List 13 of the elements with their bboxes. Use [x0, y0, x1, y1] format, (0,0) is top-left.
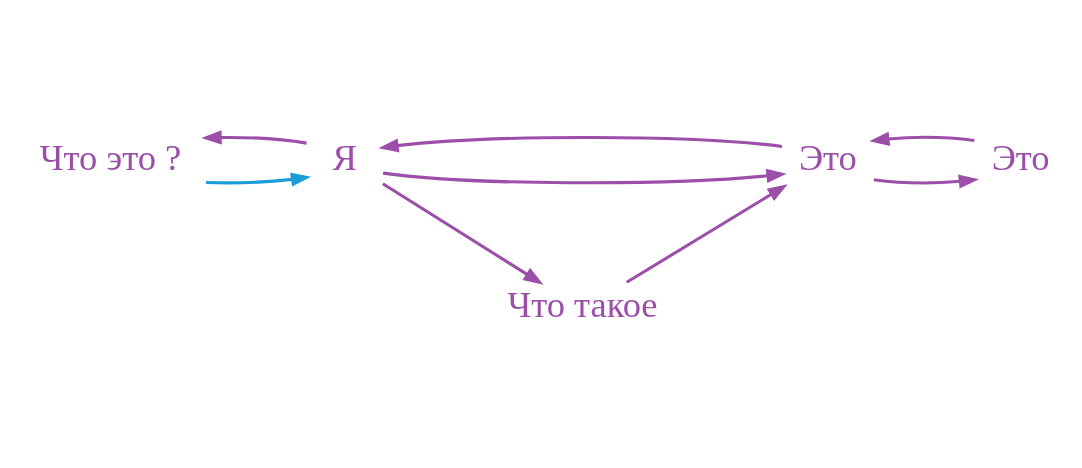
arrow [382, 181, 544, 285]
node-text: Это [799, 136, 857, 178]
arrow [873, 173, 980, 189]
node-text: Я [332, 136, 357, 178]
node-text: Что такое [507, 283, 658, 325]
arrow [201, 129, 307, 145]
node-text: Что это ? [39, 136, 182, 178]
arrow [378, 135, 783, 153]
arrow [625, 183, 788, 284]
arrow [869, 131, 975, 146]
node-text: Это [991, 136, 1050, 178]
arrow [382, 168, 787, 184]
arrow [206, 172, 312, 187]
